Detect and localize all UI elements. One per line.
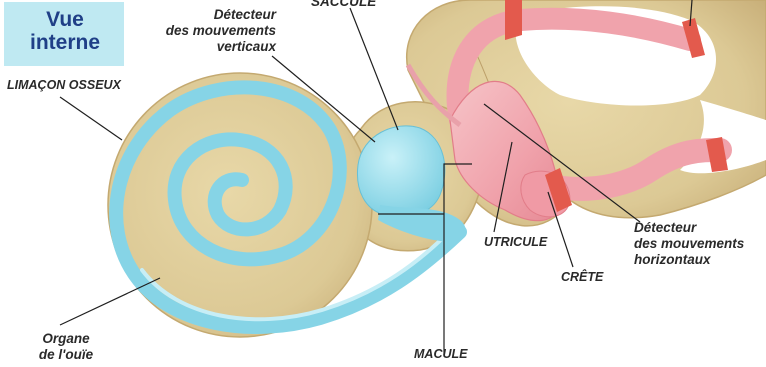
vertical-detector-line1: Détecteur bbox=[140, 7, 276, 23]
label-crete: CRÊTE bbox=[561, 269, 603, 285]
label-macule: MACULE bbox=[414, 346, 467, 362]
line-saccule bbox=[350, 8, 398, 130]
vertical-detector-line2: des mouvements bbox=[140, 23, 276, 39]
horizontal-detector-line1: Détecteur bbox=[634, 220, 744, 236]
label-horizontal-detector: Détecteur des mouvements horizontaux bbox=[634, 220, 744, 268]
horizontal-detector-line3: horizontaux bbox=[634, 252, 744, 268]
vertical-detector-line3: verticaux bbox=[140, 39, 276, 55]
label-limacon: LIMAÇON OSSEUX bbox=[7, 77, 121, 93]
view-title-line1: Vue bbox=[8, 8, 122, 31]
label-utricule: UTRICULE bbox=[484, 234, 547, 250]
saccule bbox=[357, 126, 444, 217]
line-limacon bbox=[60, 97, 122, 140]
view-title-line2: interne bbox=[8, 31, 122, 54]
ring-top bbox=[505, 0, 522, 40]
organ-line1: Organe bbox=[26, 331, 106, 347]
organ-line2: de l'ouïe bbox=[26, 347, 106, 363]
view-title: Vue interne bbox=[8, 8, 122, 54]
horizontal-detector-line2: des mouvements bbox=[634, 236, 744, 252]
label-vertical-detector: Détecteur des mouvements verticaux bbox=[140, 7, 276, 55]
label-organ: Organe de l'ouïe bbox=[26, 331, 106, 363]
view-title-box: Vue interne bbox=[4, 2, 124, 66]
line-organ bbox=[60, 278, 160, 325]
label-saccule: SACCULE bbox=[311, 0, 376, 10]
